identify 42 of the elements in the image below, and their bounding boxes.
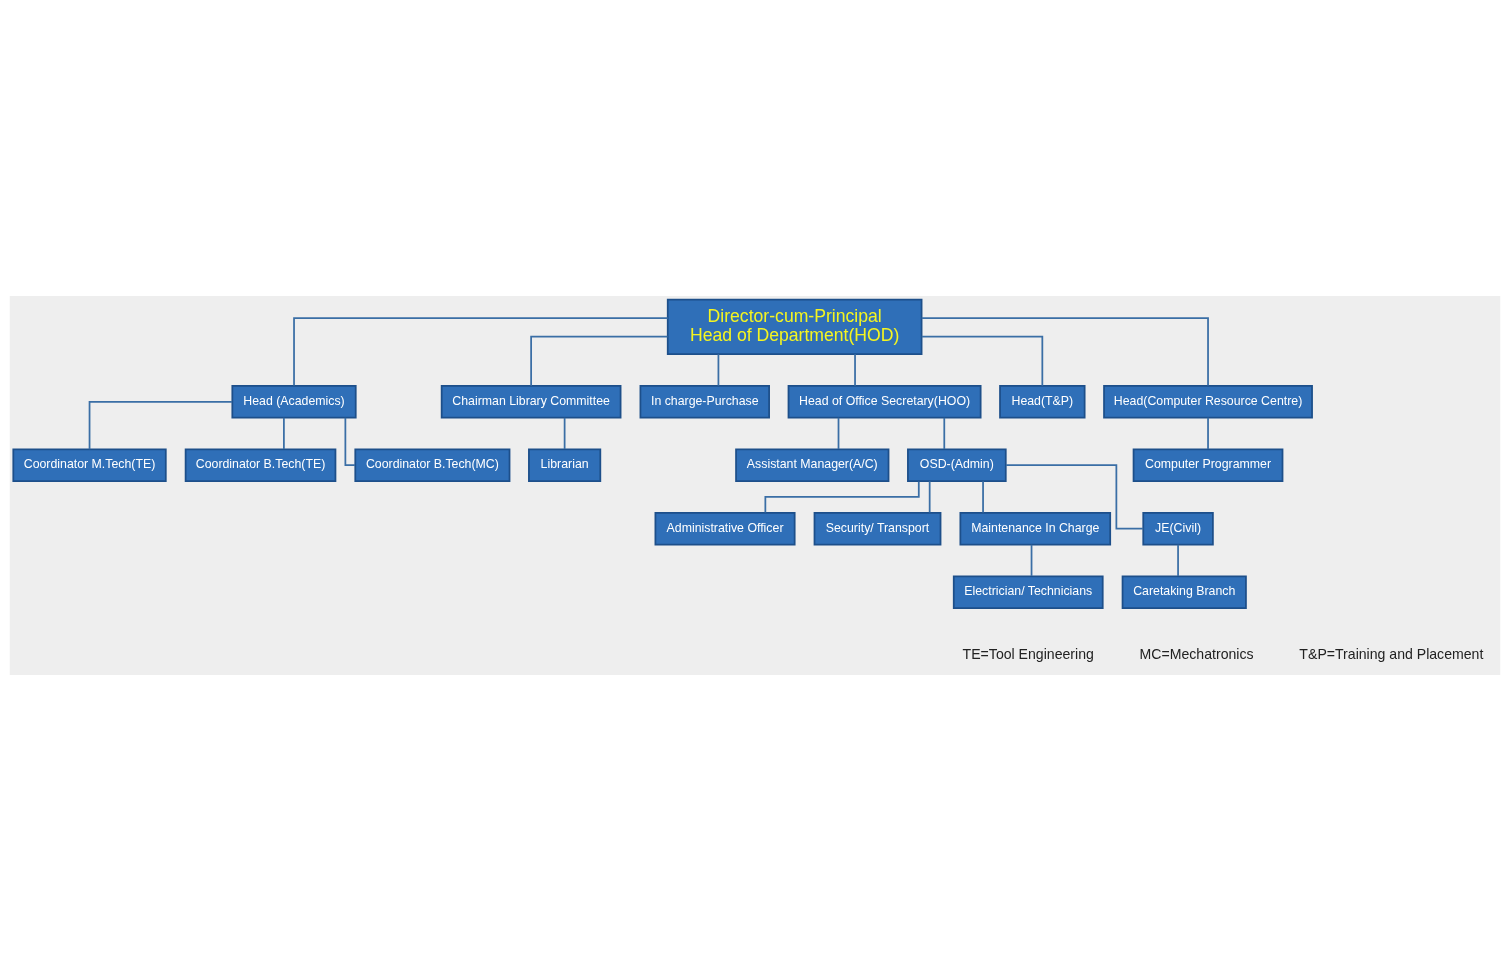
connector [1207, 416, 1209, 450]
connector [928, 480, 931, 514]
node-box: Computer Programmer [1132, 448, 1284, 482]
node-box: Coordinator M.Tech(TE) [12, 448, 167, 482]
connector [88, 400, 233, 451]
connector [1005, 464, 1145, 530]
node-box: Electrician/ Technicians [952, 575, 1104, 609]
node-box: Coordinator B.Tech(MC) [354, 448, 511, 482]
connector [764, 480, 920, 514]
connector [837, 416, 840, 450]
connector [1030, 543, 1033, 577]
connector [943, 416, 946, 450]
connector [854, 353, 856, 387]
node-box: Head (Academics) [231, 385, 357, 419]
label: T&P=Training and Placement [1299, 645, 1484, 662]
connector [920, 317, 1209, 387]
connector [293, 317, 669, 387]
connector [920, 335, 1044, 387]
node-box: Caretaking Branch [1121, 575, 1247, 609]
connector [717, 353, 720, 387]
label: TE=Tool Engineering [962, 645, 1094, 662]
connector [344, 416, 356, 467]
connector [982, 480, 984, 514]
node-box: Chairman Library Committee [440, 385, 622, 419]
connector [283, 416, 285, 450]
node-box: In charge-Purchase [639, 385, 770, 419]
node-box: Coordinator B.Tech(TE) [184, 448, 337, 482]
connector [563, 416, 566, 450]
node-box: Maintenance In Charge [959, 511, 1112, 546]
node-box: OSD-(Admin) [907, 448, 1007, 482]
connector [1177, 543, 1179, 577]
node-box: Assistant Manager(A/C) [735, 448, 890, 482]
connector [530, 335, 669, 387]
node-box: Administrative Officer [654, 511, 796, 546]
node-box: Head(Computer Resource Centre) [1103, 385, 1313, 419]
node-box: Head of Office Secretary(HOO) [787, 385, 982, 419]
node-box: Security/ Transport [813, 511, 942, 546]
node-box: Director-cum-Principal Head of Department(HOD) [666, 298, 923, 356]
node-box: Head(T&P) [999, 385, 1086, 419]
node-box: JE(Civil) [1142, 511, 1214, 546]
node-box: Librarian [528, 448, 602, 482]
label: MC=Mechatronics [1139, 645, 1254, 662]
